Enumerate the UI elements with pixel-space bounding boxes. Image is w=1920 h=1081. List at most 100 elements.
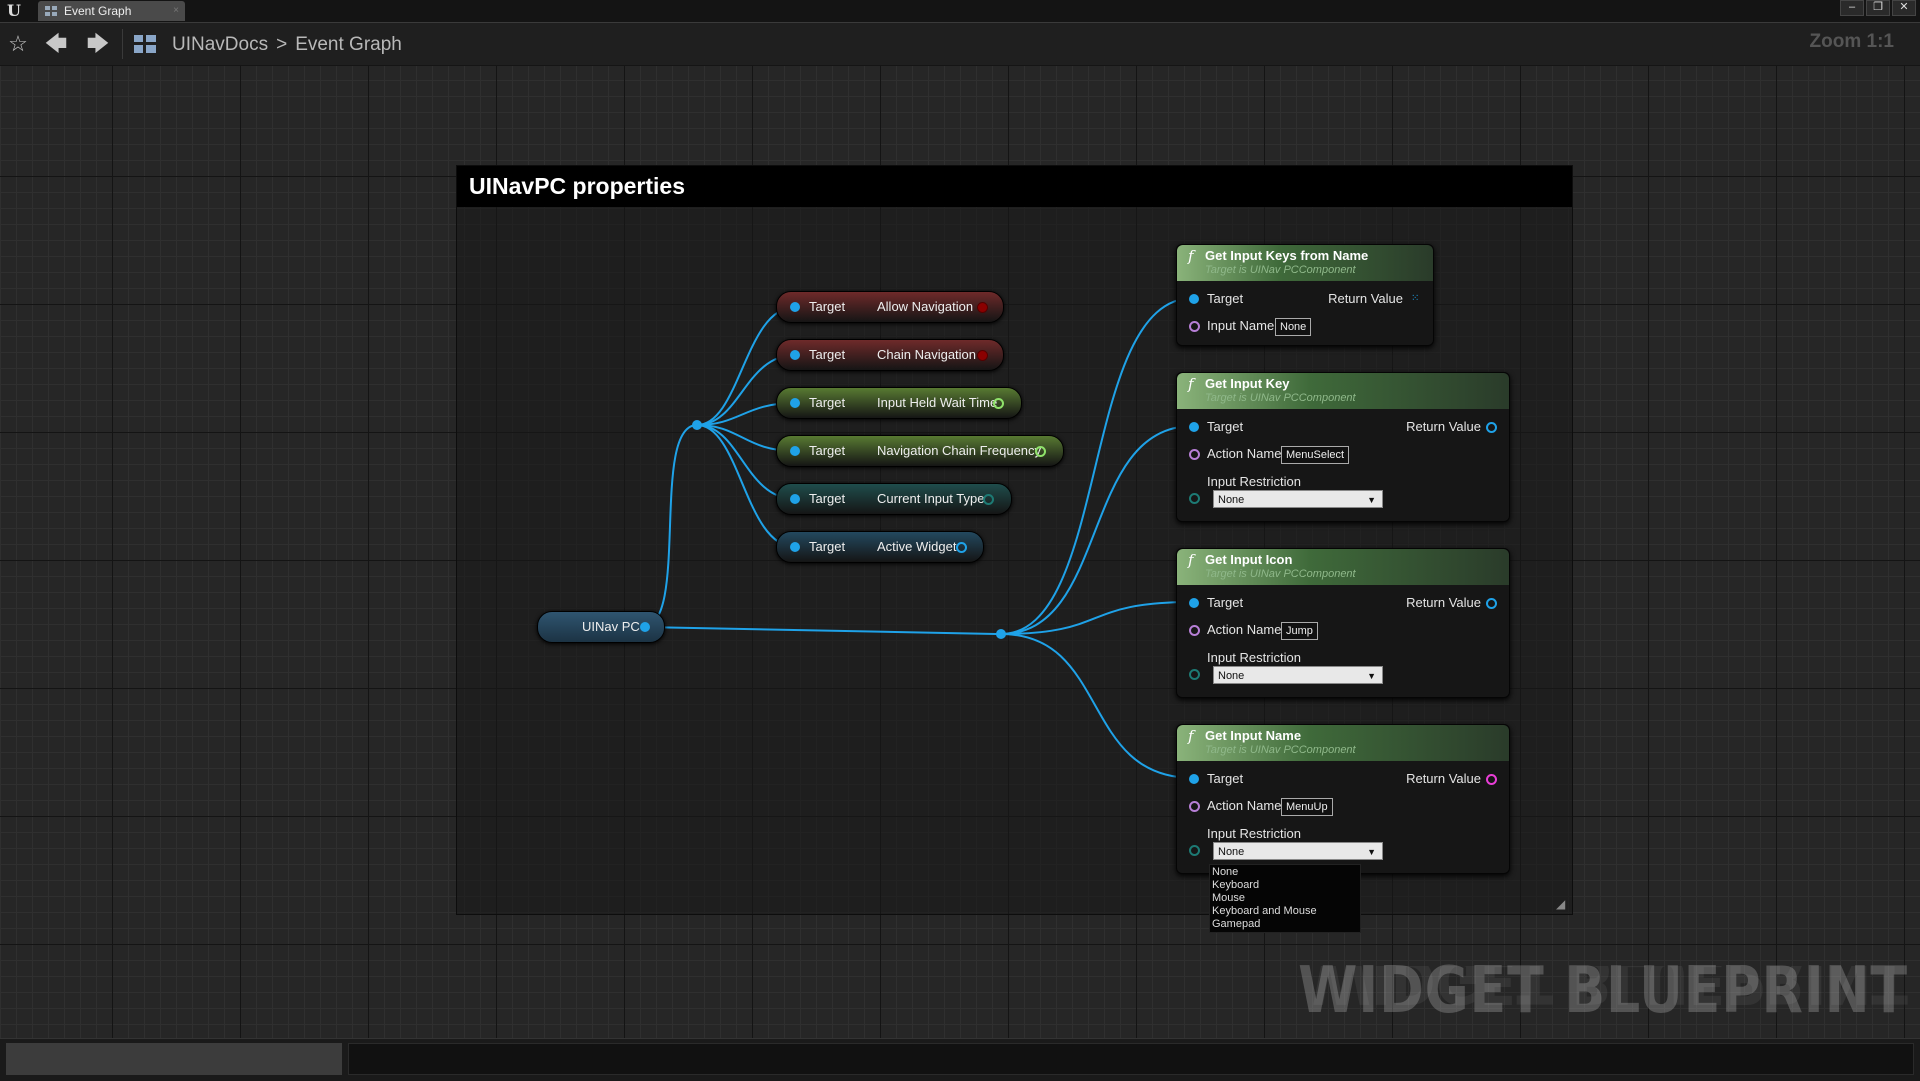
restriction-label: Input Restriction — [1207, 650, 1301, 665]
chevron-down-icon: ▼ — [1367, 671, 1376, 681]
comment-title[interactable]: UINavPC properties — [457, 166, 1572, 207]
graph-tab-icon — [45, 6, 57, 16]
restriction-pin[interactable] — [1189, 845, 1200, 856]
target-label: Target — [809, 539, 846, 554]
target-pin[interactable] — [1189, 598, 1199, 608]
restriction-pin[interactable] — [1189, 669, 1200, 680]
target-pin[interactable] — [790, 350, 800, 360]
target-label: Target — [1207, 595, 1244, 610]
restriction-label: Input Restriction — [1207, 474, 1301, 489]
target-pin[interactable] — [1189, 422, 1199, 432]
target-pin[interactable] — [790, 398, 800, 408]
function-title: Get Input Name — [1205, 728, 1302, 743]
target-label: Target — [1207, 419, 1244, 434]
target-pin[interactable] — [1189, 294, 1199, 304]
param-label: Action Name — [1207, 622, 1282, 637]
dropdown-option[interactable]: Gamepad — [1212, 918, 1261, 930]
dropdown-option[interactable]: Mouse — [1212, 892, 1246, 904]
param-label: Action Name — [1207, 798, 1282, 813]
target-label: Target — [809, 395, 846, 410]
restore-button[interactable]: ❐ — [1866, 0, 1890, 16]
param-value-input[interactable]: None — [1275, 318, 1312, 336]
scrollbar-thumb[interactable] — [6, 1043, 342, 1075]
toolbar-divider — [122, 29, 123, 59]
return-label: Return Value — [1328, 291, 1403, 306]
scrollbar-track[interactable] — [348, 1043, 1914, 1075]
param-label: Input Name — [1207, 318, 1275, 333]
unreal-logo-icon: U — [7, 1, 21, 20]
chevron-down-icon: ▼ — [1367, 847, 1376, 857]
dropdown-option[interactable]: Keyboard — [1212, 879, 1260, 891]
minimize-button[interactable]: – — [1840, 0, 1864, 16]
close-button[interactable]: ✕ — [1892, 0, 1916, 16]
back-arrow-icon[interactable]: 🡄 — [44, 31, 68, 56]
window-controls: – ❐ ✕ — [1840, 0, 1916, 16]
target-pin[interactable] — [1189, 774, 1199, 784]
output-pin[interactable] — [977, 350, 988, 361]
chevron-down-icon: ▼ — [1367, 495, 1376, 505]
param-value-input[interactable]: Jump — [1281, 622, 1318, 640]
target-pin[interactable] — [790, 542, 800, 552]
target-label: Target — [1207, 291, 1244, 306]
param-value-input[interactable]: MenuSelect — [1281, 446, 1350, 464]
function-subtitle: Target is UINav PCComponent — [1205, 568, 1356, 580]
breadcrumb-root[interactable]: UINavDocs — [172, 34, 269, 55]
output-pin[interactable] — [640, 622, 650, 632]
tab-close-icon[interactable]: × — [173, 5, 179, 16]
star-icon[interactable]: ☆ — [8, 31, 28, 56]
tab-event-graph[interactable]: Event Graph × — [38, 1, 185, 21]
uinav-pc-variable-node[interactable]: UINav PC — [537, 611, 665, 643]
property-label: Input Held Wait Time — [877, 395, 998, 410]
restriction-label: Input Restriction — [1207, 826, 1301, 841]
target-pin[interactable] — [790, 302, 800, 312]
get-node-3[interactable]: Target Input Held Wait Time — [776, 387, 1022, 419]
output-pin[interactable] — [993, 398, 1004, 409]
function-glyph-icon: f — [1188, 375, 1194, 393]
tab-label: Event Graph — [64, 4, 132, 18]
breadcrumb: UINavDocs > Event Graph — [172, 33, 402, 57]
input-restriction-dropdown[interactable]: None▼ — [1213, 842, 1383, 860]
return-pin[interactable] — [1486, 598, 1497, 609]
input-restriction-dropdown-list[interactable]: None Keyboard Mouse Keyboard and Mouse G… — [1209, 864, 1361, 933]
output-pin[interactable] — [977, 302, 988, 313]
param-pin[interactable] — [1189, 625, 1200, 636]
restriction-pin[interactable] — [1189, 493, 1200, 504]
output-pin[interactable] — [983, 494, 994, 505]
return-pin[interactable] — [1486, 422, 1497, 433]
param-pin[interactable] — [1189, 321, 1200, 332]
dropdown-value: None — [1218, 670, 1245, 682]
return-pin[interactable] — [1486, 774, 1497, 785]
function-subtitle: Target is UINav PCComponent — [1205, 264, 1356, 276]
forward-arrow-icon[interactable]: 🡆 — [86, 31, 110, 56]
param-pin[interactable] — [1189, 801, 1200, 812]
output-pin[interactable] — [1035, 446, 1046, 457]
resize-handle-icon[interactable]: ◢ — [1556, 897, 1566, 911]
dropdown-option[interactable]: Keyboard and Mouse — [1212, 905, 1317, 917]
dropdown-option[interactable]: None — [1212, 866, 1239, 878]
output-pin[interactable] — [956, 542, 967, 553]
target-pin[interactable] — [790, 446, 800, 456]
variable-label: UINav PC — [582, 619, 640, 634]
function-glyph-icon: f — [1188, 727, 1194, 745]
array-output-pin-icon[interactable]: ⁙ — [1411, 293, 1420, 304]
param-value-input[interactable]: MenuUp — [1281, 798, 1333, 816]
zoom-label: Zoom 1:1 — [1809, 31, 1894, 52]
target-pin[interactable] — [790, 494, 800, 504]
param-pin[interactable] — [1189, 449, 1200, 460]
input-restriction-dropdown[interactable]: None ▼ — [1213, 666, 1383, 684]
input-restriction-dropdown[interactable]: None▼ — [1213, 490, 1383, 508]
breadcrumb-current[interactable]: Event Graph — [295, 34, 402, 55]
